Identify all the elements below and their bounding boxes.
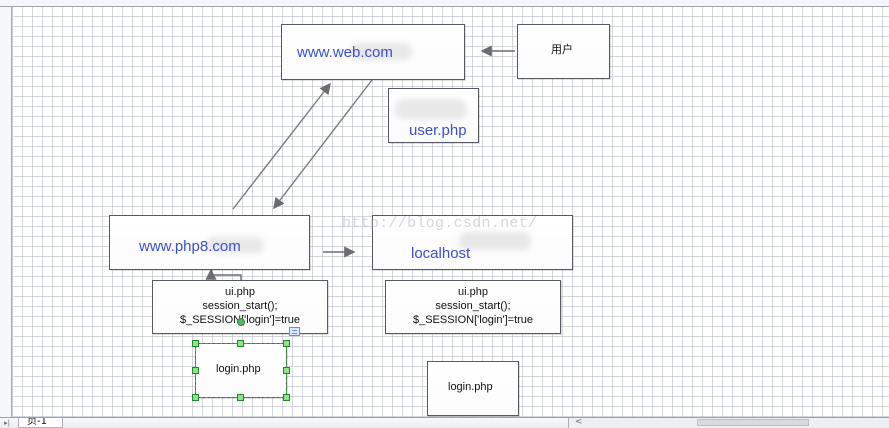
user-php-node-label: user.php — [409, 122, 467, 139]
localhost-node-label: localhost — [411, 245, 471, 262]
connector-icon[interactable] — [289, 327, 300, 336]
top-toolbar-edge — [0, 0, 889, 7]
selection-handle-icon[interactable] — [192, 340, 199, 347]
web-node-label: www.web.com — [297, 44, 393, 61]
user-node-label: 用户 — [551, 44, 573, 56]
login-right-node-label: login.php — [448, 381, 493, 393]
login-left-node-label: login.php — [216, 363, 261, 375]
ui-right-node[interactable]: ui.php session_start(); $_SESSION['login… — [385, 280, 561, 334]
redaction-blur — [459, 232, 531, 250]
ruler-line — [11, 7, 12, 417]
selection-handle-icon[interactable] — [283, 340, 290, 347]
redaction-blur — [395, 99, 467, 119]
first-page-button[interactable]: ▸| — [4, 419, 10, 427]
csdn-watermark: http://blog.csdn.net/ — [342, 215, 538, 232]
status-bar: ▸| 页-1 < — [0, 417, 889, 428]
selection-handle-icon[interactable] — [192, 394, 199, 401]
rotation-handle-icon[interactable] — [237, 318, 245, 326]
ui-right-line-2: session_start(); — [435, 300, 511, 312]
redaction-blur — [350, 43, 412, 60]
login-left-node[interactable]: login.php — [195, 343, 287, 398]
ui-left-line-1: ui.php — [225, 286, 255, 298]
scroll-thumb[interactable] — [697, 419, 809, 426]
ui-left-line-2: session_start(); — [202, 300, 278, 312]
ui-right-line-3: $_SESSION['login']=true — [412, 314, 534, 326]
php8-node[interactable]: www.php8.com — [109, 215, 310, 270]
selection-handle-icon[interactable] — [283, 367, 290, 374]
web-node[interactable]: www.web.com — [281, 24, 465, 80]
ui-right-line-1: ui.php — [458, 286, 488, 298]
php8-node-label: www.php8.com — [139, 238, 241, 255]
user-php-node[interactable]: user.php — [388, 88, 479, 143]
left-ruler — [0, 7, 13, 417]
login-right-node[interactable]: login.php — [427, 361, 519, 416]
localhost-node[interactable]: localhost — [372, 215, 573, 270]
user-node[interactable]: 用户 — [517, 24, 610, 79]
page-tab-label: 页-1 — [27, 418, 47, 427]
selection-handle-icon[interactable] — [237, 394, 244, 401]
selection-handle-icon[interactable] — [237, 340, 244, 347]
page-tab[interactable]: 页-1 — [18, 418, 63, 428]
scroll-left-icon[interactable]: < — [575, 417, 583, 427]
selection-handle-icon[interactable] — [283, 394, 290, 401]
redaction-blur — [206, 237, 264, 253]
selection-handle-icon[interactable] — [192, 367, 199, 374]
horizontal-scrollbar[interactable]: < — [568, 417, 889, 428]
ui-left-node[interactable]: ui.php session_start(); $_SESSION['login… — [152, 280, 328, 334]
